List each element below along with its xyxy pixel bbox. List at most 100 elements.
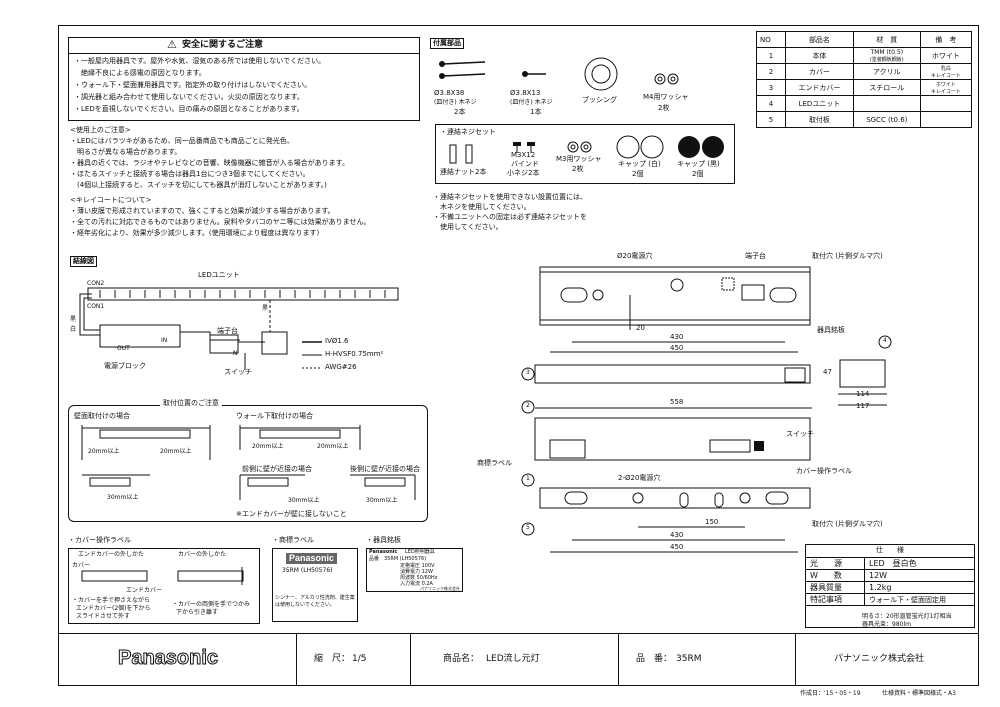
brand-label-warning: シンナー、アルカリ性洗剤、建生薬は使用しないでください。: [275, 595, 355, 608]
dim-30mm: 30mm以上: [288, 497, 320, 504]
usage-title: <使用上のご注意>: [70, 126, 131, 134]
cover-label-title: ・カバー操作ラベル: [68, 536, 131, 544]
nameplate-label: 器具銘板: [817, 326, 845, 334]
accessories-title: 付属部品: [430, 38, 464, 49]
safety-title-bar: [68, 37, 420, 54]
footer-format: 仕様資料・標準図様式・A3: [882, 690, 956, 697]
cell-material: TMM (t0.5)(塗装鋼板鋼板): [852, 47, 921, 64]
spec-value: LED 昼白色: [864, 557, 975, 570]
cell-name: 取付板: [785, 111, 854, 128]
cell-note: ホワイト: [919, 47, 973, 64]
black-wire-label: 黒: [70, 316, 77, 323]
table-row: 特記事項ウォール下・壁面固定用: [805, 593, 975, 606]
bind-screw-icon: [513, 142, 535, 153]
holes2-label: 2-Ø20電源穴: [618, 474, 661, 482]
product-label-label: 商標ラベル: [477, 459, 512, 467]
cell-name: LEDユニット: [785, 95, 854, 112]
set-item-label: バインド: [511, 160, 539, 168]
spec-title: 仕 様: [876, 546, 904, 554]
cell-note: [919, 95, 973, 112]
nameplate-box: [366, 548, 463, 592]
dim-20mm: 20mm以上: [317, 443, 349, 450]
nameplate-spec: 消費電力 12W: [400, 569, 433, 575]
safety-line: ・LEDを直視しないでください。目の痛みの原因となることがあります。: [74, 105, 304, 113]
spec-value: 1.2kg: [864, 581, 975, 594]
cell-note: 乳白キレイコート: [919, 63, 973, 80]
screw-set-box: [435, 124, 735, 184]
footer-scale: 1/5: [352, 654, 367, 664]
acc-item-label: 2本: [454, 108, 466, 116]
dim-450: 450: [670, 543, 684, 551]
callout-5: 5: [526, 524, 530, 531]
spec-key: 特記事項: [805, 593, 865, 606]
screw-set-title: ・連結ネジセット: [440, 128, 496, 136]
footer-code: 35RM: [676, 654, 702, 664]
nameplate-spec: 周波数 50/60Hz: [400, 575, 438, 581]
mounting-note: ※エンドカバーが壁に接しないこと: [236, 510, 347, 518]
dim-450: 450: [670, 344, 684, 352]
warning-icon: ⚠: [167, 38, 177, 51]
set-item-label: 連結ナット2本: [440, 168, 487, 176]
led-unit-label: LEDユニット: [198, 271, 240, 279]
cover-label-box: [68, 548, 260, 624]
cell-material: アクリル: [852, 63, 921, 80]
spec-key: 器具質量: [805, 581, 865, 594]
cap-black-icon: [678, 136, 724, 158]
brand-label-title: ・商標ラベル: [272, 536, 314, 544]
dim-114: 114: [856, 390, 870, 398]
note-line: キレイコート: [930, 88, 961, 95]
cell-no: 5: [756, 111, 786, 128]
cover-label-label: カバー操作ラベル: [796, 467, 852, 475]
parts-table: NO 部品名 材 質 備 考 1 本体 TMM (t0.5)(塗装鋼板鋼板) ホ…: [756, 31, 973, 128]
acc-item-label: Ø3.8X13: [510, 89, 541, 97]
usage-line: ・LEDにはバラツキがあるため、同一品番商品でも商品ごとに発光色、: [70, 137, 294, 145]
acc-item-label: ブッシング: [582, 96, 617, 104]
col-header: 備 考: [919, 31, 973, 48]
white-wire-label: 白: [70, 326, 77, 333]
brand-label-box: [272, 548, 358, 622]
under-case-label: ウォール下取付けの場合: [236, 412, 313, 420]
footer-company: パナソニック株式会社: [834, 654, 925, 664]
cell-no: 3: [756, 79, 786, 96]
screw-long-icon: [439, 61, 486, 79]
dim-430: 430: [670, 531, 684, 539]
usage-line: (4個以上接続すると、スイッチを切にしても器具が消灯しないことがあります。): [70, 181, 327, 189]
set-item-label: キャップ (黒): [677, 160, 720, 168]
cell-no: 4: [756, 95, 786, 112]
wiring-title: 結線図: [70, 256, 97, 267]
acc-item-label: M4用ワッシャ: [643, 93, 689, 101]
legend-awg: AWG#26: [325, 363, 357, 371]
footer-name: LED流し元灯: [486, 654, 540, 664]
material-line: (塗装鋼板鋼板): [869, 56, 904, 63]
kirei-line: ・薄い皮膜で形成されていますので、強くこすると効果が減少する場合があります。: [70, 207, 335, 215]
cover-heading: カバーの外しかた: [178, 551, 227, 558]
nameplate-spec: 入力電流 0.2A: [400, 581, 433, 587]
safety-line: 絶縁不良による感電の原因となります。: [74, 69, 206, 77]
cover-label-sketch: [81, 567, 244, 585]
out-label: OUT: [117, 345, 130, 352]
set-item-label: 2個: [692, 170, 704, 178]
cell-name: 本体: [785, 47, 854, 64]
dim-20mm: 20mm以上: [88, 448, 120, 455]
spec-value: 12W: [864, 569, 975, 582]
callout-3: 3: [526, 369, 530, 376]
cover-desc: 下から引き離す: [176, 609, 219, 616]
nameplate-product: LED照明器具: [405, 549, 435, 555]
cell-name: エンドカバー: [785, 79, 854, 96]
acc-note: 木ネジを使用してください。: [433, 203, 531, 211]
back-case-label: 後側に壁が近接の場合: [350, 465, 420, 473]
cell-material: [852, 95, 921, 112]
washer-icon: [654, 73, 679, 85]
brand-label-model: 35RM (LH50576): [282, 567, 333, 574]
table-row: 2 カバー アクリル 乳白キレイコート: [756, 63, 973, 80]
note-line: ホワイト: [935, 81, 956, 88]
footer-divider: [58, 633, 979, 634]
nameplate-spec: 定格電圧 100V: [400, 563, 435, 569]
nameplate-title: ・器具銘板: [366, 536, 401, 544]
acc-item-label: (皿付き) 木ネジ: [510, 99, 553, 106]
material-line: TMM (t0.5): [870, 48, 904, 56]
set-item-label: キャップ (白): [618, 160, 661, 168]
col-header: 部品名: [785, 31, 854, 48]
legend-hvsf: H-HVSF0.75mm²: [325, 350, 384, 358]
